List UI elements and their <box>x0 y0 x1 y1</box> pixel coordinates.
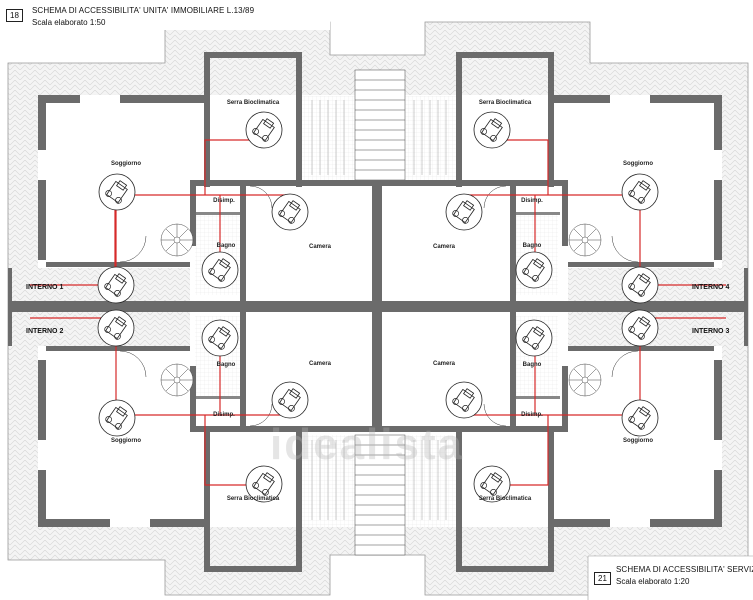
unit-label-interno-4: INTERNO 4 <box>692 284 729 291</box>
room-label-disimp: Disimp. <box>521 412 543 418</box>
room-label-soggiorno: Soggiorno <box>623 161 653 167</box>
wheelchair-turning-circle-icon <box>245 111 283 149</box>
room-label-bagno: Bagno <box>217 362 236 368</box>
drawing-number: 21 <box>594 572 611 585</box>
room-labels: Serra Bioclimatica Serra Bioclimatica Se… <box>26 100 729 502</box>
room-label-soggiorno: Soggiorno <box>111 438 141 444</box>
spiral-stair-icon <box>160 223 194 257</box>
drawing-number: 18 <box>6 9 23 22</box>
room-label-serra: Serra Bioclimatica <box>227 100 280 106</box>
unit-label-interno-3: INTERNO 3 <box>692 328 729 335</box>
room-label-bagno: Bagno <box>217 243 236 249</box>
drawing-title: SCHEMA DI ACCESSIBILITA' UNITA' IMMOBILI… <box>32 6 255 15</box>
wheelchair-turning-circle-icon <box>515 251 553 289</box>
room-label-soggiorno: Soggiorno <box>111 161 141 167</box>
room-label-serra: Serra Bioclimatica <box>227 496 280 502</box>
title-block-top: 18 SCHEMA DI ACCESSIBILITA' UNITA' IMMOB… <box>6 5 254 27</box>
spiral-stair-icon <box>568 363 602 397</box>
wheelchair-turning-circle-icon <box>97 309 135 347</box>
door-swings <box>119 185 639 427</box>
wheelchair-turning-circle-icon <box>98 399 136 437</box>
wheelchair-turning-circle-icon <box>621 309 659 347</box>
drawing-title: SCHEMA DI ACCESSIBILITA' SERVIZIO <box>616 565 753 574</box>
straight-stair-top-icon <box>300 69 458 181</box>
watermark: idealista <box>270 420 465 469</box>
room-label-camera: Camera <box>309 361 332 367</box>
wheelchair-turning-circle-icon <box>98 173 136 211</box>
wheelchair-turning-circle-icon <box>621 399 659 437</box>
wheelchair-turning-circle-icon <box>445 381 483 419</box>
unit-label-interno-2: INTERNO 2 <box>26 328 63 335</box>
drawing-scale: Scala elaborato 1:50 <box>32 18 106 27</box>
wheelchair-turning-circle-icon <box>621 266 659 304</box>
room-label-camera: Camera <box>433 361 456 367</box>
wheelchair-turning-circle-icon <box>515 319 553 357</box>
room-label-disimp: Disimp. <box>213 198 235 204</box>
interior-walls <box>46 180 714 432</box>
straight-stair-bottom-icon <box>300 434 458 556</box>
wheelchair-turning-circle-icon <box>271 193 309 231</box>
room-label-camera: Camera <box>309 244 332 250</box>
room-label-camera: Camera <box>433 244 456 250</box>
room-label-bagno: Bagno <box>523 362 542 368</box>
room-label-disimp: Disimp. <box>213 412 235 418</box>
room-label-soggiorno: Soggiorno <box>623 438 653 444</box>
wheelchair-turning-circle-icon <box>445 193 483 231</box>
room-label-bagno: Bagno <box>523 243 542 249</box>
room-label-serra: Serra Bioclimatica <box>479 496 532 502</box>
wheelchair-turning-circle-icon <box>201 319 239 357</box>
wheelchair-turning-circle-icon <box>621 173 659 211</box>
room-label-serra: Serra Bioclimatica <box>479 100 532 106</box>
drawing-scale: Scala elaborato 1:20 <box>616 577 690 586</box>
title-block-bottom: 21 SCHEMA DI ACCESSIBILITA' SERVIZIO Sca… <box>594 565 753 586</box>
spiral-stair-icon <box>568 223 602 257</box>
spiral-stair-icon <box>160 363 194 397</box>
wheelchair-turning-circle-icon <box>473 111 511 149</box>
wheelchair-turning-circle-icon <box>271 381 309 419</box>
unit-label-interno-1: INTERNO 1 <box>26 284 63 291</box>
room-label-disimp: Disimp. <box>521 198 543 204</box>
wheelchair-turning-circle-icon <box>97 266 135 304</box>
wheelchair-turning-circle-icon <box>201 251 239 289</box>
